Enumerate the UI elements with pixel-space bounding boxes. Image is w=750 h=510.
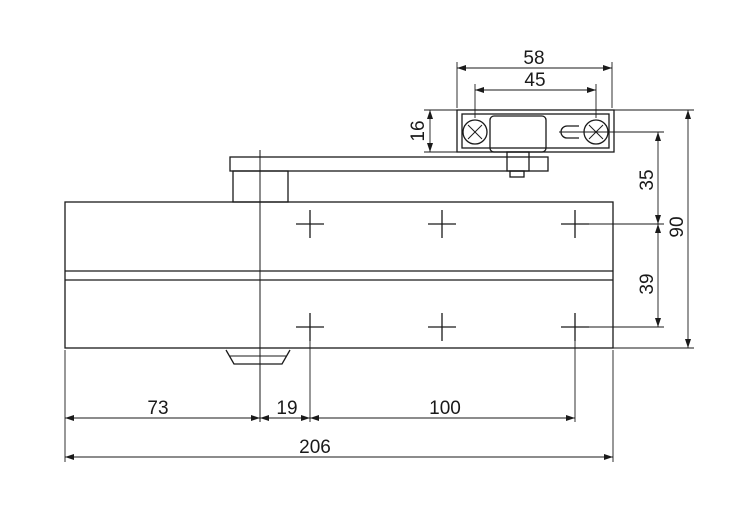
dim-label-bracket-height: 16 xyxy=(408,120,429,141)
mounting-hole-cross-icon xyxy=(561,313,589,341)
closer-body xyxy=(64,201,614,349)
mounting-hole-cross-icon xyxy=(296,210,324,238)
bracket-slot xyxy=(559,125,614,139)
dimension-lines xyxy=(65,65,691,460)
dim-label-hole-spacing: 100 xyxy=(429,398,461,419)
arm-bracket xyxy=(456,109,615,172)
dim-label-upper-offset: 35 xyxy=(637,169,658,190)
mounting-hole-cross-icon xyxy=(428,313,456,341)
mounting-hole-cross-icon xyxy=(428,210,456,238)
mounting-holes xyxy=(296,210,589,341)
adjustment-valve xyxy=(225,349,291,365)
dim-label-lower-offset: 39 xyxy=(637,273,658,294)
closer-arm xyxy=(229,156,549,203)
dim-label-left-to-axis: 73 xyxy=(147,398,168,419)
bracket-screw-left-icon xyxy=(462,119,488,145)
dim-label-bracket-width: 58 xyxy=(523,48,544,69)
dim-label-hole-spacing-bracket: 45 xyxy=(524,70,545,91)
dim-label-total-height: 90 xyxy=(667,216,688,237)
mounting-hole-cross-icon xyxy=(561,210,589,238)
mounting-hole-cross-icon xyxy=(296,313,324,341)
dim-label-total-length: 206 xyxy=(299,437,331,458)
dim-label-axis-to-hole: 19 xyxy=(276,398,297,419)
